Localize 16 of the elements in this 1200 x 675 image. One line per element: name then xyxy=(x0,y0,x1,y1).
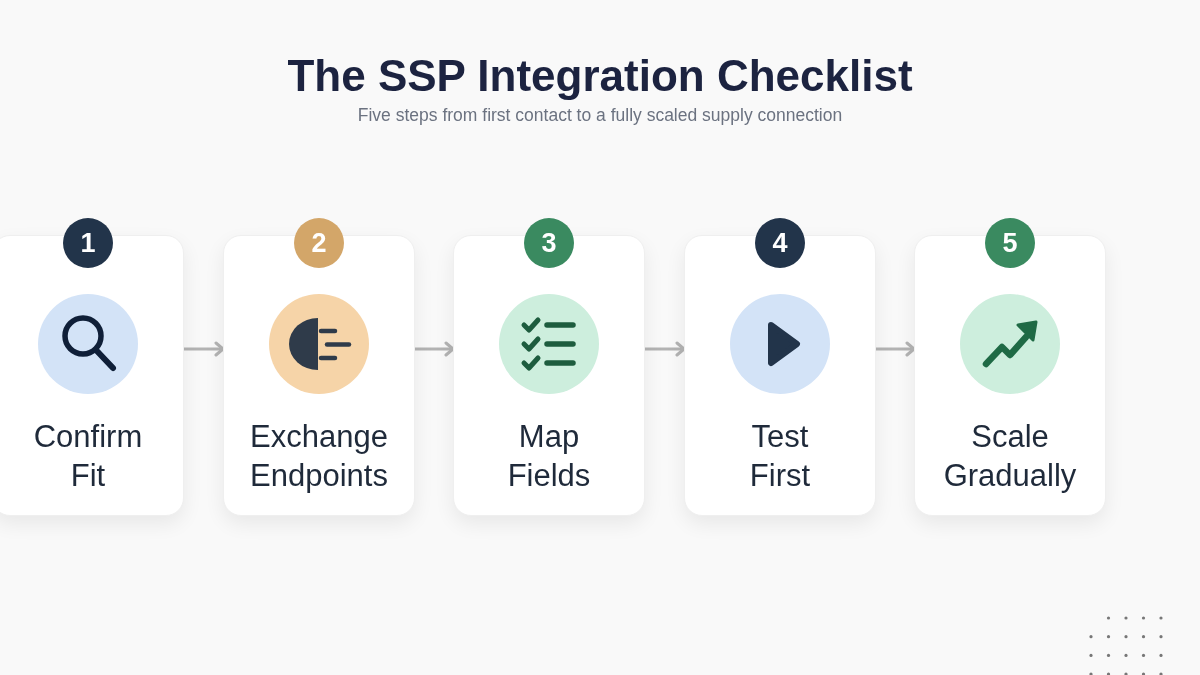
arrow xyxy=(415,341,455,357)
title: The SSP Integration Checklist xyxy=(287,50,913,102)
step-label: Exchange Endpoints xyxy=(250,418,388,495)
step-number-badge: 5 xyxy=(985,218,1035,268)
arrow xyxy=(645,341,686,357)
step-number-badge: 1 xyxy=(63,218,113,268)
step-label: Confirm Fit xyxy=(33,418,143,495)
step-label: Test First xyxy=(749,418,811,495)
arrow xyxy=(184,341,225,357)
step-number-badge: 2 xyxy=(294,218,344,268)
arrow xyxy=(876,341,916,357)
step-label: Scale Gradually xyxy=(943,418,1077,495)
step-number-badge: 4 xyxy=(755,218,805,268)
step-number-badge: 3 xyxy=(524,218,574,268)
subtitle: Five steps from first contact to a fully scaled supply connection xyxy=(357,104,843,126)
step-label: Map Fields xyxy=(507,418,591,495)
